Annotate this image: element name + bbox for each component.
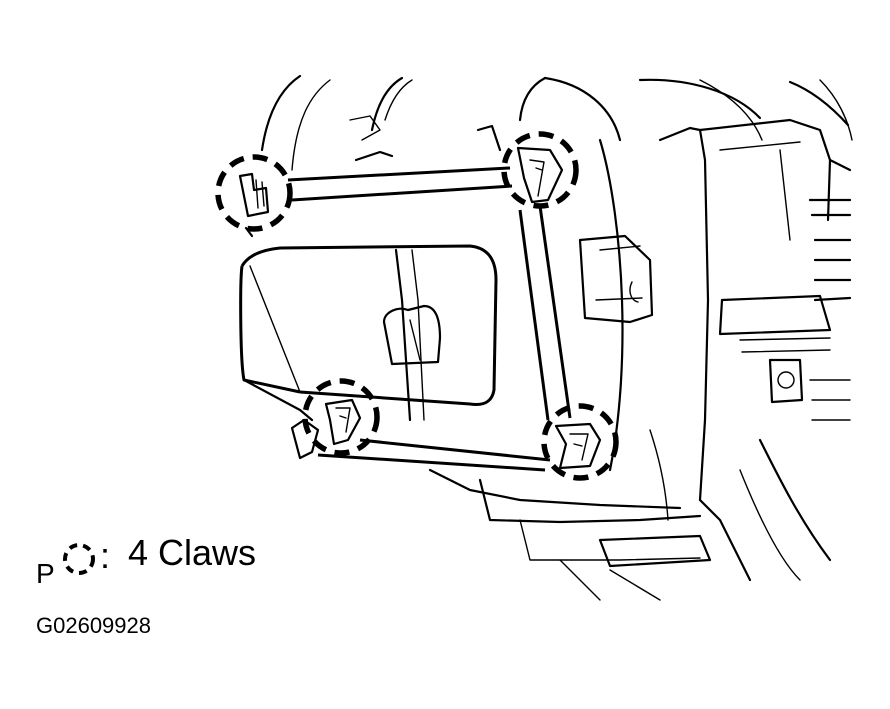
legend-prefix: P <box>36 558 55 589</box>
claw-marker-upper-right <box>501 131 579 209</box>
dashed-circle-icon <box>63 543 95 575</box>
figure-id: G02609928 <box>36 613 151 638</box>
claw-marker-lower-left <box>302 378 380 456</box>
claw-marker-upper-left <box>215 154 293 232</box>
claw-marker-lower-right <box>541 403 619 481</box>
claw-markers <box>215 131 619 481</box>
frame-bracket <box>239 166 572 472</box>
claw-details <box>238 146 602 470</box>
legend-text: 4 Claws <box>128 532 257 573</box>
blower-housing <box>260 74 853 601</box>
legend-colon: : <box>100 535 111 576</box>
